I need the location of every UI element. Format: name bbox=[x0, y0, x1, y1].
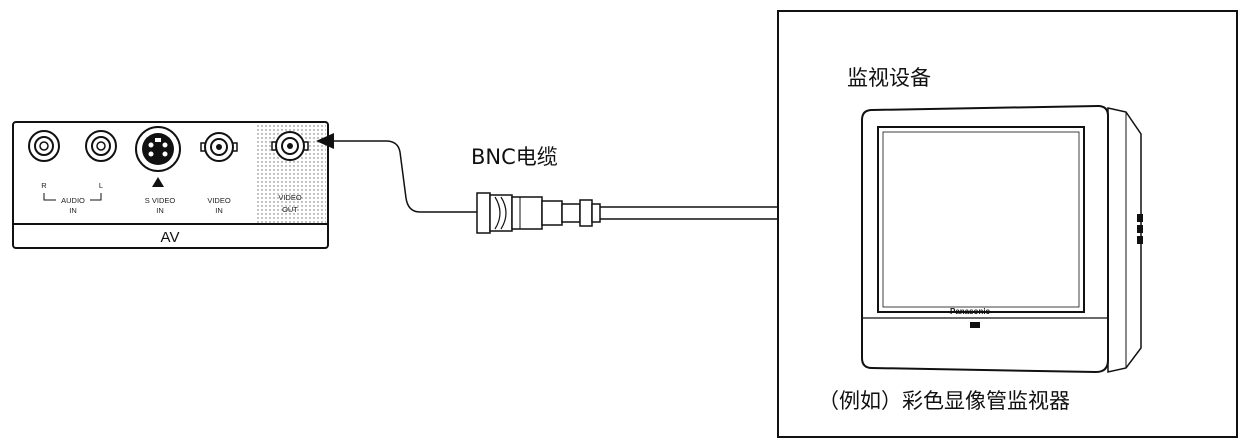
av-panel-label: AV bbox=[161, 229, 180, 246]
label-video-in: IN bbox=[215, 206, 223, 215]
video-in-jack[interactable] bbox=[200, 132, 238, 162]
label-l: L bbox=[99, 181, 103, 190]
cable-label: BNC电缆 bbox=[471, 145, 558, 169]
monitor-caption: （例如）彩色显像管监视器 bbox=[818, 389, 1070, 413]
monitor-box: 监视设备 Panasonic （例如）彩色显像管监视器 bbox=[777, 10, 1238, 438]
bnc-connector bbox=[476, 192, 601, 234]
s-video-jack[interactable] bbox=[135, 126, 181, 172]
label-audio-in: IN bbox=[69, 206, 77, 215]
label-s-video-in: IN bbox=[156, 206, 164, 215]
label-r: R bbox=[41, 181, 47, 190]
label-video-out-bottom: OUT bbox=[282, 205, 298, 214]
s-video-arrow-icon bbox=[152, 177, 164, 187]
label-s-video: S VIDEO bbox=[145, 196, 176, 205]
monitor-screen bbox=[877, 126, 1085, 313]
label-video: VIDEO bbox=[207, 196, 231, 205]
crt-monitor-icon: Panasonic bbox=[861, 104, 1143, 374]
label-video-out-top: VIDEO bbox=[278, 193, 302, 202]
audio-r-jack[interactable] bbox=[28, 130, 60, 162]
av-panel: R L AUDIO IN S VIDEO IN VIDEO IN VIDEO O… bbox=[12, 121, 329, 249]
monitor-brand: Panasonic bbox=[950, 307, 991, 316]
monitor-title: 监视设备 bbox=[847, 66, 931, 90]
video-out-jack[interactable] bbox=[271, 131, 309, 161]
audio-l-jack[interactable] bbox=[85, 130, 117, 162]
arrow-icon bbox=[316, 133, 334, 149]
bnc-cable: BNC电缆 bbox=[316, 133, 778, 234]
label-audio: AUDIO bbox=[61, 196, 85, 205]
